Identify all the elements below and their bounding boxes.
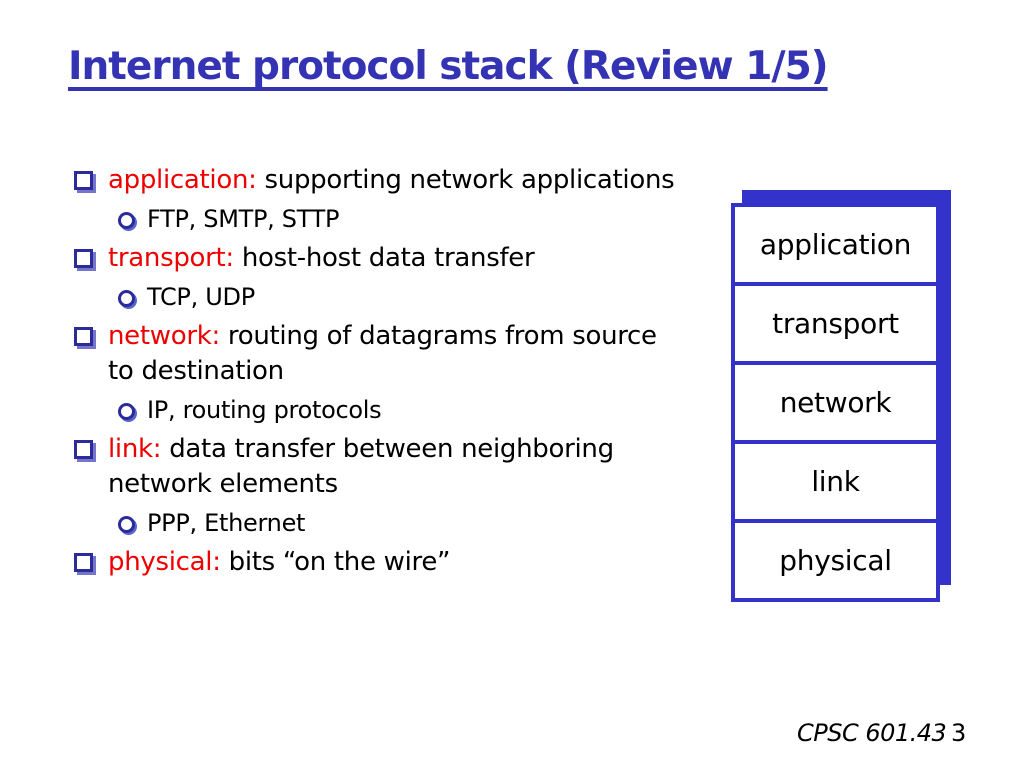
circle-bullet-icon [118, 516, 135, 533]
square-bullet-icon [74, 553, 93, 572]
list-item-transport: transport: host-host data transfer [74, 241, 729, 276]
list-item-link: link: data transfer between neighboring … [74, 432, 729, 502]
bullet-text: physical: bits “on the wire” [108, 545, 451, 580]
bullet-text: network: routing of datagrams from sourc… [108, 319, 657, 389]
square-bullet-icon [74, 327, 93, 346]
stack-layer-network: network [731, 361, 940, 444]
bullet-list: application: supporting network applicat… [74, 163, 729, 584]
sub-list-item: TCP, UDP [118, 280, 729, 315]
page-title: Internet protocol stack (Review 1/5) [68, 44, 829, 89]
stack-layer-physical: physical [731, 519, 940, 602]
stack-layer-application: application [731, 203, 940, 286]
bullet-text: link: data transfer between neighboring … [108, 432, 614, 502]
sub-bullet-text: FTP, SMTP, STTP [147, 205, 340, 233]
square-bullet-icon [74, 171, 93, 190]
protocol-stack-diagram: application transport network link physi… [731, 190, 952, 603]
circle-bullet-icon [118, 403, 135, 420]
list-item-network: network: routing of datagrams from sourc… [74, 319, 729, 389]
list-item-physical: physical: bits “on the wire” [74, 545, 729, 580]
circle-bullet-icon [118, 212, 135, 229]
bullet-body: data transfer between neighboring [161, 434, 614, 464]
list-item-application: application: supporting network applicat… [74, 163, 729, 198]
stack-boxes: application transport network link physi… [731, 203, 940, 602]
bullet-body: supporting network applications [256, 165, 675, 195]
bullet-body-line2: network elements [108, 469, 338, 499]
bullet-body: routing of datagrams from source [219, 321, 657, 351]
bullet-body: bits “on the wire” [220, 547, 451, 577]
sub-list-item: PPP, Ethernet [118, 506, 729, 541]
bullet-text: transport: host-host data transfer [108, 241, 535, 276]
page-number: 3 [951, 719, 967, 747]
sub-list-item: IP, routing protocols [118, 393, 729, 428]
sub-list-item: FTP, SMTP, STTP [118, 202, 729, 237]
bullet-keyword: network: [108, 321, 220, 351]
stack-layer-link: link [731, 440, 940, 523]
bullet-keyword: physical: [108, 547, 221, 577]
bullet-body-line2: to destination [108, 356, 284, 386]
bullet-text: application: supporting network applicat… [108, 163, 675, 198]
bullet-keyword: application: [108, 165, 257, 195]
bullet-keyword: link: [108, 434, 162, 464]
circle-bullet-icon [118, 290, 135, 307]
square-bullet-icon [74, 440, 93, 459]
footer-course-label: CPSC 601.43 [797, 719, 947, 747]
sub-bullet-text: PPP, Ethernet [147, 509, 306, 537]
bullet-body: host-host data transfer [233, 243, 535, 273]
sub-bullet-text: IP, routing protocols [147, 396, 382, 424]
sub-bullet-text: TCP, UDP [147, 283, 255, 311]
bullet-keyword: transport: [108, 243, 234, 273]
square-bullet-icon [74, 249, 93, 268]
stack-layer-transport: transport [731, 282, 940, 365]
